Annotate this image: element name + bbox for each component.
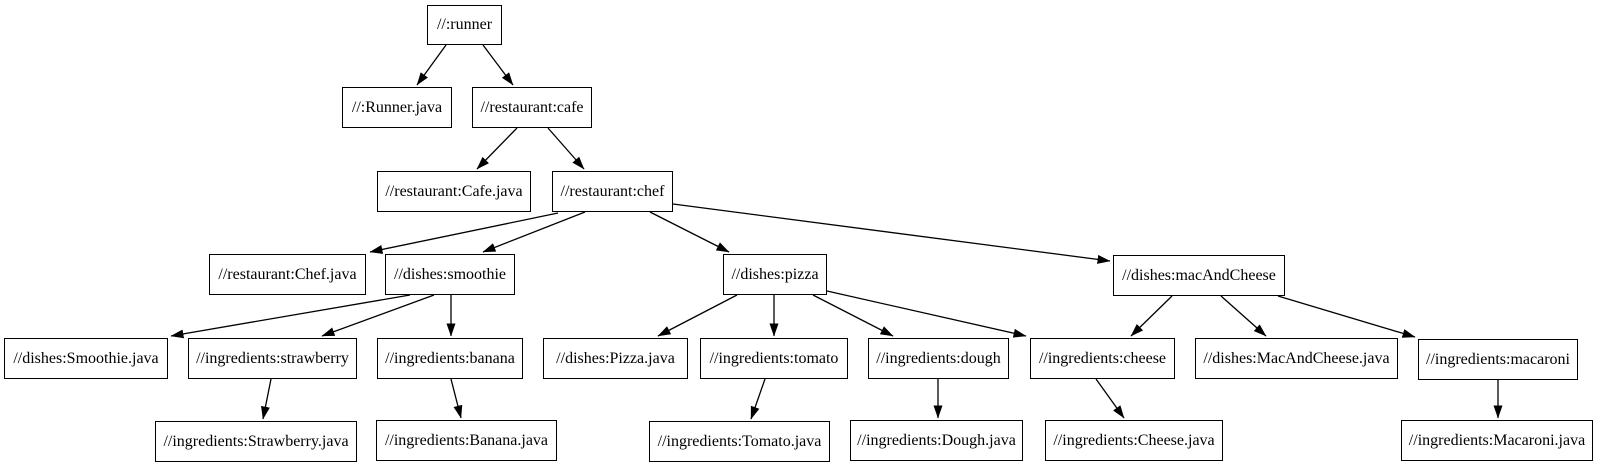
edge-banana-to-bananaJava (450, 378, 463, 419)
node-label: //ingredients:Banana.java (384, 431, 549, 449)
node-tomatoJava: //ingredients:Tomato.java (649, 421, 830, 462)
edge-chef-to-mac (672, 203, 1111, 264)
node-label: //ingredients:strawberry (196, 349, 349, 367)
node-tomato: //ingredients:tomato (700, 338, 848, 379)
node-label: //restaurant:chef (560, 182, 665, 200)
node-macJava: //dishes:MacAndCheese.java (1195, 338, 1398, 379)
node-label: //restaurant:cafe (480, 98, 584, 116)
node-label: //ingredients:dough (876, 349, 1001, 367)
edge-smoothie-to-strawberry (321, 294, 435, 337)
node-bananaJava: //ingredients:Banana.java (376, 420, 557, 461)
edge-runner-to-cafe (482, 44, 514, 86)
edge-cafe-to-cafeJava (476, 127, 518, 170)
node-cafeJava: //restaurant:Cafe.java (377, 171, 531, 212)
edge-runner-to-runnerJava (416, 44, 447, 86)
node-label: //ingredients:Dough.java (857, 431, 1016, 449)
node-pizzaJava: //dishes:Pizza.java (543, 338, 688, 379)
edge-pizza-to-pizzaJava (657, 294, 738, 337)
node-label: //ingredients:macaroni (1426, 350, 1570, 368)
node-doughJava: //ingredients:Dough.java (850, 420, 1023, 461)
node-banana: //ingredients:banana (377, 338, 523, 379)
node-dough: //ingredients:dough (868, 338, 1009, 379)
node-chefJava: //restaurant:Chef.java (209, 254, 366, 295)
edge-pizza-to-cheese (826, 290, 1027, 338)
node-label: //dishes:Smoothie.java (13, 349, 159, 367)
node-runnerJava: //:Runner.java (342, 87, 452, 128)
node-label: //dishes:Pizza.java (556, 349, 675, 367)
node-label: //ingredients:Cheese.java (1053, 431, 1215, 449)
node-pizza: //dishes:pizza (723, 254, 827, 295)
node-cheese: //ingredients:cheese (1030, 338, 1175, 379)
edge-smoothie-to-smoothieJava (170, 294, 411, 339)
node-label: //ingredients:Strawberry.java (163, 432, 349, 450)
node-label: //:runner (436, 16, 493, 33)
node-label: //ingredients:banana (385, 349, 515, 367)
edge-mac-to-macJava (1220, 295, 1267, 337)
node-label: //ingredients:Tomato.java (657, 432, 822, 450)
node-label: //dishes:macAndCheese (1122, 266, 1276, 284)
edge-chef-to-pizza (649, 211, 730, 253)
node-mac: //dishes:macAndCheese (1113, 255, 1285, 296)
node-macaroniJava: //ingredients:Macaroni.java (1401, 420, 1593, 461)
edge-chef-to-smoothie (482, 211, 586, 253)
node-cafe: //restaurant:cafe (472, 87, 592, 128)
edge-cheese-to-cheeseJava (1095, 378, 1125, 419)
node-strawberryJava: //ingredients:Strawberry.java (155, 421, 357, 462)
node-cheeseJava: //ingredients:Cheese.java (1045, 420, 1223, 461)
edge-strawberry-to-strawberryJava (261, 378, 272, 420)
node-label: //dishes:smoothie (394, 265, 506, 283)
node-strawberry: //ingredients:strawberry (188, 338, 357, 379)
edge-chef-to-chefJava (369, 212, 559, 254)
node-label: //ingredients:cheese (1038, 349, 1167, 367)
node-label: //ingredients:tomato (709, 349, 839, 367)
node-label: //restaurant:Cafe.java (385, 182, 523, 200)
node-label: //ingredients:Macaroni.java (1408, 431, 1586, 449)
node-label: //restaurant:Chef.java (218, 265, 357, 283)
node-label: //dishes:pizza (731, 265, 819, 283)
node-label: //dishes:MacAndCheese.java (1203, 349, 1390, 367)
edge-pizza-to-dough (812, 294, 894, 337)
node-smoothieJava: //dishes:Smoothie.java (4, 338, 168, 379)
edge-tomato-to-tomatoJava (750, 378, 766, 420)
edge-mac-to-cheese (1130, 295, 1173, 337)
edge-cafe-to-chef (547, 127, 585, 170)
node-runner: //:runner (427, 5, 502, 45)
node-label: //:Runner.java (351, 98, 443, 116)
node-smoothie: //dishes:smoothie (385, 254, 515, 295)
node-macaroni: //ingredients:macaroni (1418, 339, 1578, 380)
node-chef: //restaurant:chef (552, 171, 673, 212)
edge-mac-to-macaroni (1277, 295, 1416, 338)
